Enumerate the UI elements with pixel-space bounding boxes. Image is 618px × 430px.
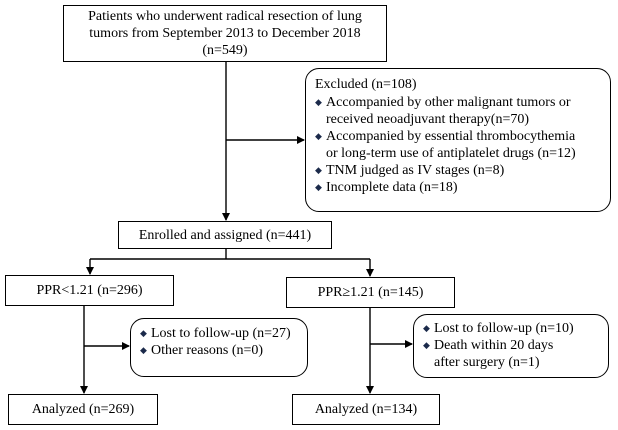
patients-text: Patients who underwent radical resection… bbox=[88, 8, 362, 59]
diamond-bullet-icon: ◆ bbox=[423, 340, 430, 350]
lost-low-item: ◆ Lost to follow-up (n=27) bbox=[140, 325, 299, 342]
analyzed-high-box: Analyzed (n=134) bbox=[292, 394, 440, 425]
excluded-item-line: Incomplete data (n=18) bbox=[326, 180, 458, 195]
lost-high-item-line: after surgery (n=1) bbox=[434, 355, 540, 370]
analyzed-low-box: Analyzed (n=269) bbox=[8, 394, 158, 425]
analyzed-high-label: Analyzed (n=134) bbox=[314, 402, 418, 417]
patients-line: (n=549) bbox=[202, 43, 248, 58]
excluded-item-line: Accompanied by other malignant tumors or bbox=[326, 95, 571, 110]
diamond-bullet-icon: ◆ bbox=[140, 345, 147, 355]
enrolled-box: Enrolled and assigned (n=441) bbox=[118, 221, 332, 249]
excluded-item: ◆ Incomplete data (n=18) bbox=[315, 179, 600, 196]
excluded-item: ◆ TNM judged as IV stages (n=8) bbox=[315, 162, 600, 179]
excluded-item: ◆ Accompanied by essential thrombocythem… bbox=[315, 128, 600, 162]
lost-low-item-line: Lost to follow-up (n=27) bbox=[151, 326, 291, 341]
lost-high-item-line: Death within 20 days bbox=[434, 338, 554, 353]
lost-low-box: ◆ Lost to follow-up (n=27) ◆ Other reaso… bbox=[130, 318, 308, 377]
excluded-box: Excluded (n=108) ◆ Accompanied by other … bbox=[305, 68, 611, 212]
diamond-bullet-icon: ◆ bbox=[315, 182, 322, 192]
diamond-bullet-icon: ◆ bbox=[315, 165, 322, 175]
patients-line: Patients who underwent radical resection… bbox=[88, 9, 362, 24]
lost-low-item: ◆ Other reasons (n=0) bbox=[140, 342, 299, 359]
patients-box: Patients who underwent radical resection… bbox=[63, 5, 387, 62]
lost-low-item-line: Other reasons (n=0) bbox=[151, 343, 264, 358]
enrolled-label: Enrolled and assigned (n=441) bbox=[138, 227, 312, 243]
ppr-low-box: PPR<1.21 (n=296) bbox=[5, 275, 174, 306]
diamond-bullet-icon: ◆ bbox=[315, 97, 322, 107]
excluded-item: ◆ Accompanied by other malignant tumors … bbox=[315, 94, 600, 128]
lost-high-box: ◆ Lost to follow-up (n=10) ◆ Death withi… bbox=[413, 314, 609, 378]
ppr-high-label: PPR≥1.21 (n=145) bbox=[317, 285, 424, 300]
analyzed-low-label: Analyzed (n=269) bbox=[31, 402, 135, 417]
ppr-high-box: PPR≥1.21 (n=145) bbox=[286, 277, 455, 308]
diamond-bullet-icon: ◆ bbox=[423, 323, 430, 333]
lost-high-item: ◆ Death within 20 days after surgery (n=… bbox=[423, 337, 600, 371]
ppr-low-label: PPR<1.21 (n=296) bbox=[36, 283, 143, 298]
diamond-bullet-icon: ◆ bbox=[315, 131, 322, 141]
excluded-item-line: received neoadjuvant therapy(n=70) bbox=[326, 112, 530, 127]
patients-line: tumors from September 2013 to December 2… bbox=[89, 26, 361, 41]
excluded-title: Excluded (n=108) bbox=[315, 77, 417, 92]
lost-high-item: ◆ Lost to follow-up (n=10) bbox=[423, 320, 600, 337]
excluded-item-line: Accompanied by essential thrombocythemia bbox=[326, 129, 576, 144]
diamond-bullet-icon: ◆ bbox=[140, 328, 147, 338]
excluded-item-line: or long-term use of antiplatelet drugs (… bbox=[326, 146, 576, 161]
excluded-item-line: TNM judged as IV stages (n=8) bbox=[326, 163, 505, 178]
lost-high-item-line: Lost to follow-up (n=10) bbox=[434, 321, 574, 336]
